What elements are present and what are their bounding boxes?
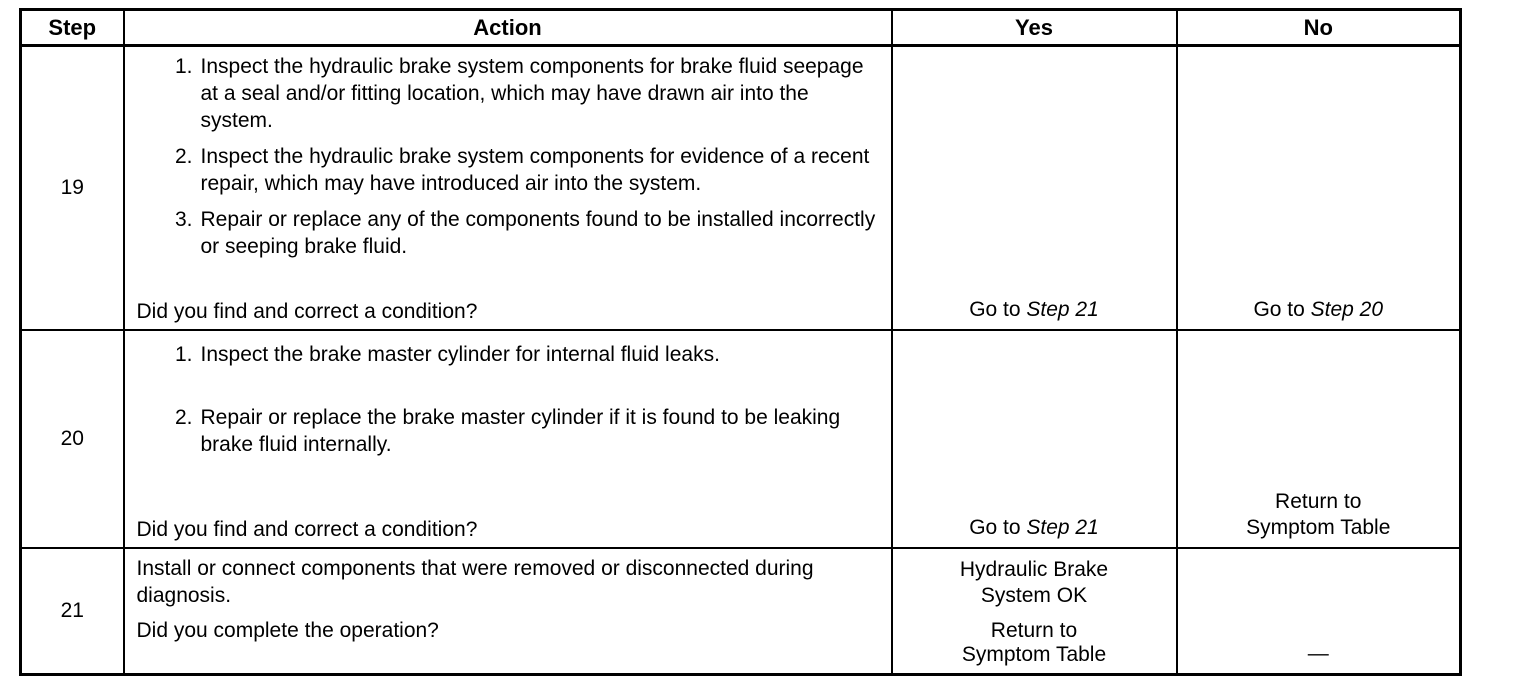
item-text: Inspect the brake master cylinder for in…: [200, 343, 720, 366]
yes-line-2: System OK: [980, 584, 1088, 607]
step-number: 19: [19, 44, 125, 331]
table-row: 19 1. Inspect the hydraulic brake system…: [19, 44, 1462, 331]
step-number: 20: [19, 329, 125, 549]
item-text: Repair or replace the brake master cylin…: [200, 406, 841, 456]
yes-cell: Hydraulic Brake System OK Return to Symp…: [890, 547, 1178, 676]
item-number: 2.: [174, 406, 193, 429]
step-number: 21: [19, 547, 125, 676]
action-list: 1. Inspect the brake master cylinder for…: [137, 341, 881, 467]
item-number: 1.: [174, 55, 193, 78]
list-item: 1. Inspect the brake master cylinder for…: [137, 341, 881, 368]
yes-line-4: Symptom Table: [961, 643, 1107, 666]
yes-line-3: Return to: [990, 619, 1078, 642]
list-item: 2. Inspect the hydraulic brake system co…: [137, 143, 881, 197]
action-cell: 1. Inspect the brake master cylinder for…: [122, 329, 893, 549]
list-item: 1. Inspect the hydraulic brake system co…: [137, 53, 881, 134]
header-action: Action: [122, 8, 893, 47]
no-step-ref: Step 20: [1310, 298, 1384, 321]
action-cell: 1. Inspect the hydraulic brake system co…: [122, 44, 893, 331]
item-number: 3.: [174, 208, 193, 231]
question-text: Did you complete the operation?: [136, 619, 439, 642]
header-no: No: [1175, 8, 1462, 47]
yes-step-ref: Step 21: [1026, 516, 1099, 539]
yes-prefix: Go to: [969, 516, 1027, 539]
list-item: 2. Repair or replace the brake master cy…: [137, 404, 881, 458]
action-text: Install or connect components that were …: [136, 557, 814, 607]
question-text: Did you find and correct a condition?: [136, 518, 478, 541]
yes-step-ref: Step 21: [1026, 298, 1099, 321]
no-prefix: Go to: [1253, 298, 1311, 321]
question-text: Did you find and correct a condition?: [136, 300, 478, 323]
header-yes: Yes: [890, 8, 1178, 47]
no-cell: —: [1175, 547, 1462, 676]
no-cell: Go to Step 20: [1175, 44, 1462, 331]
item-text: Inspect the hydraulic brake system compo…: [200, 55, 864, 132]
list-item: 3. Repair or replace any of the componen…: [137, 206, 881, 260]
item-number: 1.: [174, 343, 193, 366]
header-row: Step Action Yes No: [19, 8, 1462, 47]
item-text: Repair or replace any of the components …: [200, 208, 876, 258]
yes-prefix: Go to: [969, 298, 1027, 321]
no-line-1: Return to: [1275, 490, 1362, 513]
item-text: Inspect the hydraulic brake system compo…: [200, 145, 870, 195]
header-step: Step: [19, 8, 125, 47]
table-row: 20 1. Inspect the brake master cylinder …: [19, 329, 1462, 549]
action-cell: Install or connect components that were …: [122, 547, 893, 676]
diagnostic-table: Step Action Yes No 19 1. Inspect the hyd…: [19, 8, 1462, 676]
yes-cell: Go to Step 21: [890, 44, 1178, 331]
yes-cell: Go to Step 21: [890, 329, 1178, 549]
no-cell: Return to Symptom Table: [1175, 329, 1462, 549]
item-number: 2.: [174, 145, 193, 168]
yes-line-1: Hydraulic Brake: [959, 558, 1109, 581]
no-line-2: Symptom Table: [1246, 516, 1391, 539]
action-list: 1. Inspect the hydraulic brake system co…: [137, 53, 881, 269]
table-row: 21 Install or connect components that we…: [19, 547, 1462, 676]
